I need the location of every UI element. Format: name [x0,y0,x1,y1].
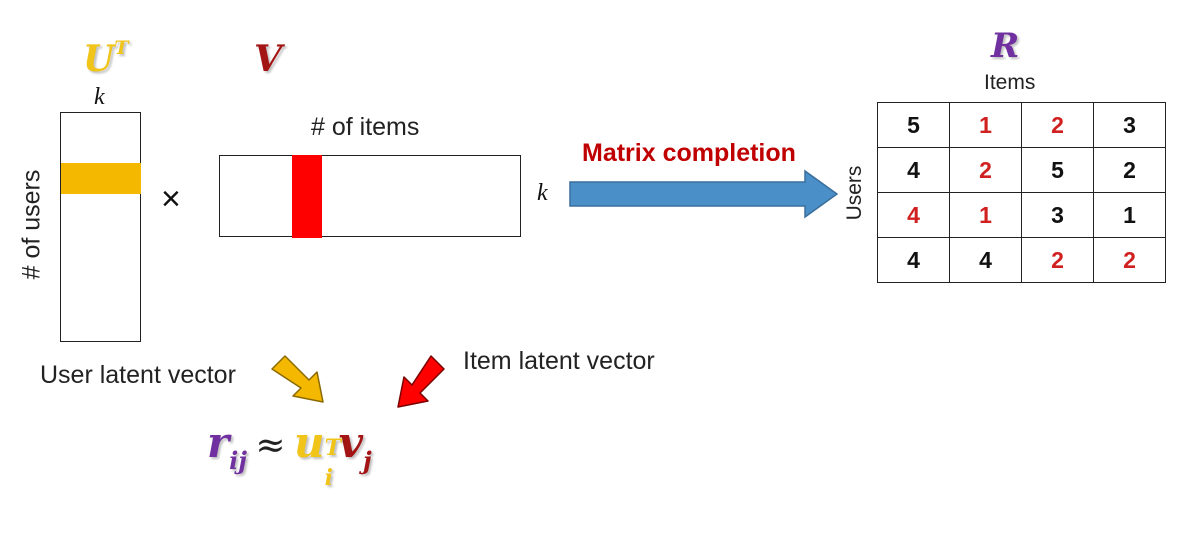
ut-k-label: k [94,84,105,110]
matrix-cell: 4 [877,192,950,238]
v-matrix [219,155,521,237]
times-symbol: × [161,180,181,218]
matrix-cell: 3 [1093,102,1166,148]
user-vector-arrow [271,355,324,403]
matrix-cell: 5 [877,102,950,148]
matrix-cell: 3 [1021,192,1094,238]
red-arrow-shape [397,355,445,408]
matrix-cell: 4 [877,237,950,283]
r-label: R [991,26,1020,66]
matrix-cell: 4 [877,147,950,193]
formula-u: u [294,418,325,467]
item-vector-arrow [397,355,445,408]
users-label: Users [843,165,866,221]
items-label: Items [984,71,1036,94]
formula-approx: ≈ [255,425,286,466]
item-latent-vector-label: Item latent vector [463,347,655,375]
yellow-arrow-shape [271,355,324,403]
matrix-cell: 2 [1093,147,1166,193]
blue-arrow-shape [569,169,839,219]
ut-label-base: U [83,38,115,80]
formula-u-sub: i [324,465,333,491]
num-items-label: # of items [311,113,420,141]
formula-v: v [338,418,363,467]
matrix-completion-label: Matrix completion [582,139,796,167]
matrix-cell: 1 [949,102,1022,148]
matrix-completion-arrow [569,169,839,219]
formula-r-sub: ij [229,446,247,476]
formula-v-sub: j [362,446,372,476]
formula-u-sup: T [324,435,341,461]
ut-label: UT [83,37,129,80]
user-latent-row [61,163,141,194]
v-label: V [254,38,282,80]
matrix-cell: 5 [1021,147,1094,193]
num-users-label: # of users [17,169,46,280]
matrix-cell: 1 [949,192,1022,238]
v-k-label: k [537,180,548,206]
matrix-cell: 1 [1093,192,1166,238]
ut-matrix [60,112,141,342]
user-latent-vector-label: User latent vector [40,361,236,389]
formula-r: r [207,418,230,467]
item-latent-column [292,155,322,238]
matrix-cell: 2 [949,147,1022,193]
matrix-cell: 2 [1021,237,1094,283]
matrix-cell: 2 [1093,237,1166,283]
ut-label-sup: T [114,37,129,59]
matrix-cell: 4 [949,237,1022,283]
matrix-cell: 2 [1021,102,1094,148]
